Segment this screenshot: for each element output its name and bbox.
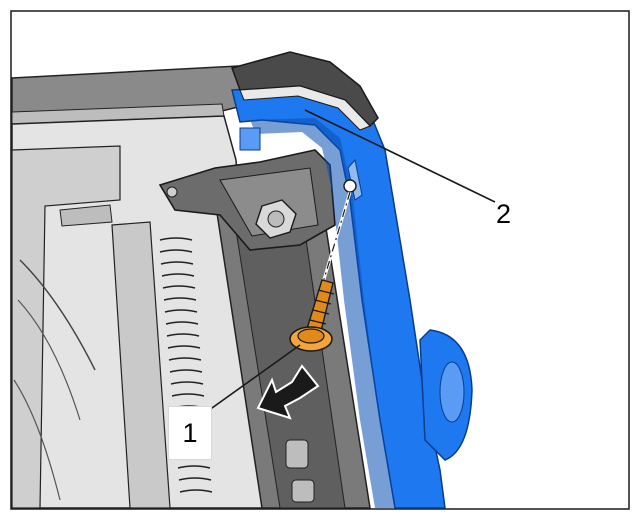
callout-label-2: 2 [496,201,511,228]
callout-label-1: 1 [168,406,212,460]
arrow-down-left-icon [256,364,320,420]
screw [289,279,335,352]
screw-hole [343,179,357,193]
housing-curve-line [19,259,96,371]
leader-line-2 [304,109,496,203]
rail-hole [285,439,309,469]
trim-end-cap-rim [239,85,371,131]
trim-panel-shade [250,118,395,508]
leader-line-1 [197,344,301,419]
guide-rail [111,221,171,509]
rail-hole [291,479,315,503]
bracket-nut [255,199,297,239]
side-knob-face [439,361,465,423]
assembly-axis-line [321,191,351,287]
drawing-content [11,51,496,509]
callout-number: 2 [496,199,512,229]
housing-left-frame [11,145,121,509]
bracket-pivot [166,186,178,198]
callout-number: 1 [182,417,198,448]
housing-curve-line [13,379,61,501]
housing-curve-line [17,299,81,421]
trim-panel-tab [239,127,261,151]
trim-panel-clip [347,158,363,201]
housing-slot [59,204,113,227]
